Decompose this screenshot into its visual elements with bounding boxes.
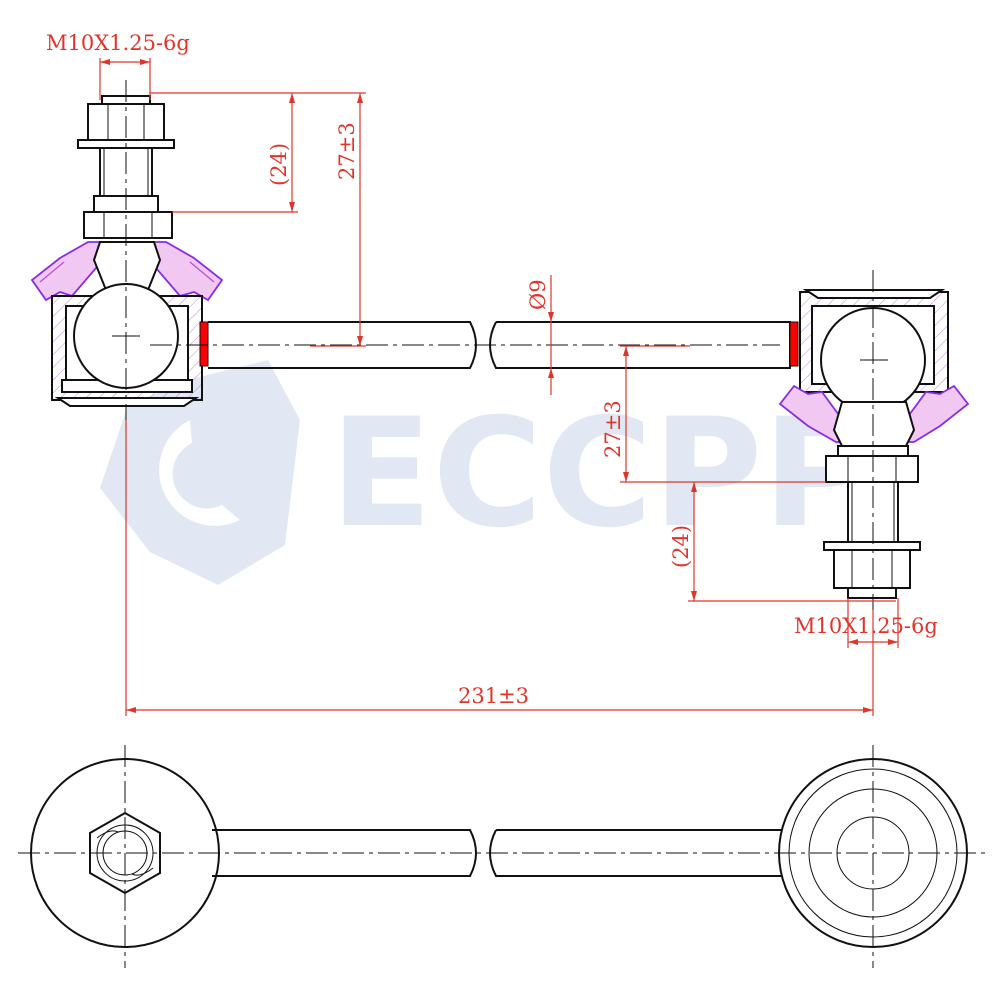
dimension-stud-length-top: (24) xyxy=(150,92,298,213)
rod-diameter-label: Ø9 xyxy=(526,279,550,310)
dimension-overall-length: 231±3 xyxy=(125,420,874,716)
dimension-rod-diameter: Ø9 xyxy=(526,275,554,395)
dimension-stud-length-bottom: (24) xyxy=(669,482,896,602)
front-rod xyxy=(150,321,791,369)
overall-length-label: 231±3 xyxy=(458,684,529,708)
stud-length-bottom-label: (24) xyxy=(669,525,693,568)
dimension-thread-bottom: M10X1.25-6g xyxy=(794,598,938,648)
dimension-height-top: 27±3 xyxy=(298,92,366,347)
thread-top-label: M10X1.25-6g xyxy=(46,31,190,55)
height-top-label: 27±3 xyxy=(335,122,359,180)
top-view xyxy=(18,745,985,968)
stud-length-top-label: (24) xyxy=(267,143,291,186)
height-bottom-label: 27±3 xyxy=(601,400,625,458)
dimension-height-bottom: 27±3 xyxy=(601,345,826,483)
watermark-text: ECCPP xyxy=(330,387,873,561)
vertical-center-lines xyxy=(125,80,874,610)
dimension-thread-top: M10X1.25-6g xyxy=(46,31,190,100)
watermark-logo: ECCPP xyxy=(100,360,873,585)
left-ball-joint xyxy=(30,95,224,407)
thread-bottom-label: M10X1.25-6g xyxy=(794,614,938,638)
